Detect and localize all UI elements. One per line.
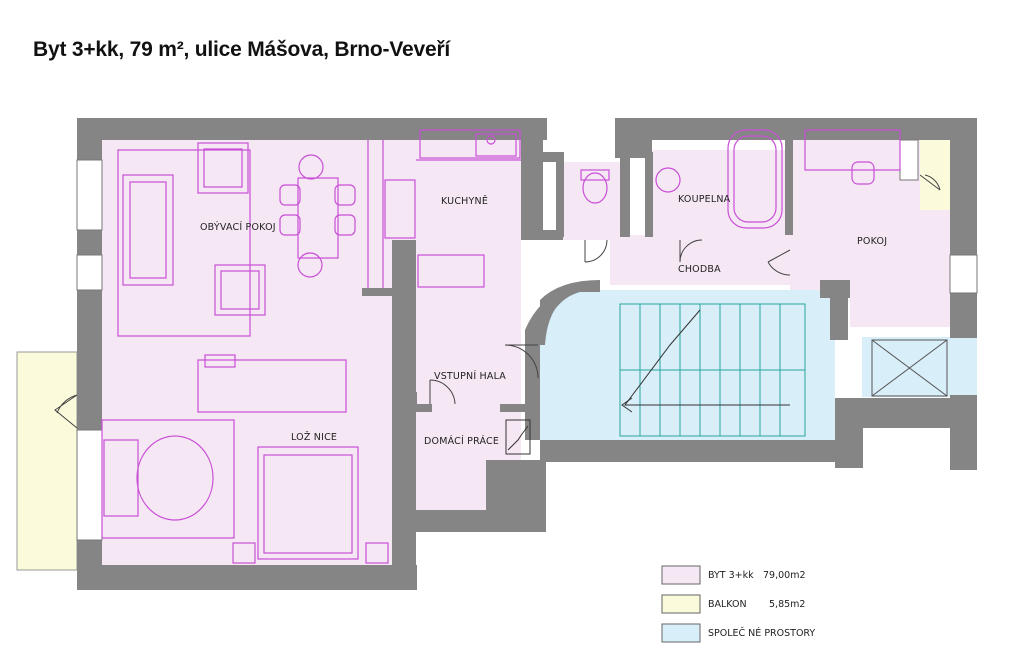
room-label-obyvaci: OBÝVACÍ POKOJ <box>200 221 276 233</box>
room-label-chodba: CHODBA <box>678 264 721 275</box>
legend-label-spolecne: SPOLEČ NÉ PROSTORY <box>708 627 815 639</box>
plan-title: Byt 3+kk, 79 m², ulice Mášova, Brno-Veve… <box>33 38 451 61</box>
furniture <box>101 129 901 564</box>
room-label-koupelna: KOUPELNA <box>678 194 731 205</box>
room-label-kuchyne: KUCHYNĚ <box>441 195 488 207</box>
legend-swatch-spolecne <box>661 623 701 643</box>
room-label-domaci: DOMÁCÍ PRÁCE <box>424 435 499 447</box>
stair-symbol <box>505 419 531 455</box>
windows <box>76 139 978 541</box>
legend: BYT 3+kk 79,00m2 BALKON 5,85m2 SPOLEČ NÉ… <box>661 565 815 643</box>
legend-label-byt: BYT 3+kk <box>708 570 754 581</box>
room-label-loznice: LOŽ NICE <box>291 431 337 443</box>
legend-swatch-balkon <box>661 594 701 614</box>
legend-swatch-byt <box>661 565 701 585</box>
staircase <box>619 303 806 437</box>
legend-value-byt: 79,00m2 <box>763 570 806 581</box>
common-area-floor <box>540 290 977 440</box>
doors <box>54 174 941 429</box>
legend-value-balkon: 5,85m2 <box>769 599 805 610</box>
balcony-floor <box>16 140 975 571</box>
legend-label-balkon: BALKON <box>708 599 747 610</box>
room-label-vstupni: VSTUPNÍ HALA <box>434 370 506 382</box>
room-label-pokoj: POKOJ <box>857 236 887 247</box>
shaft <box>871 339 948 397</box>
